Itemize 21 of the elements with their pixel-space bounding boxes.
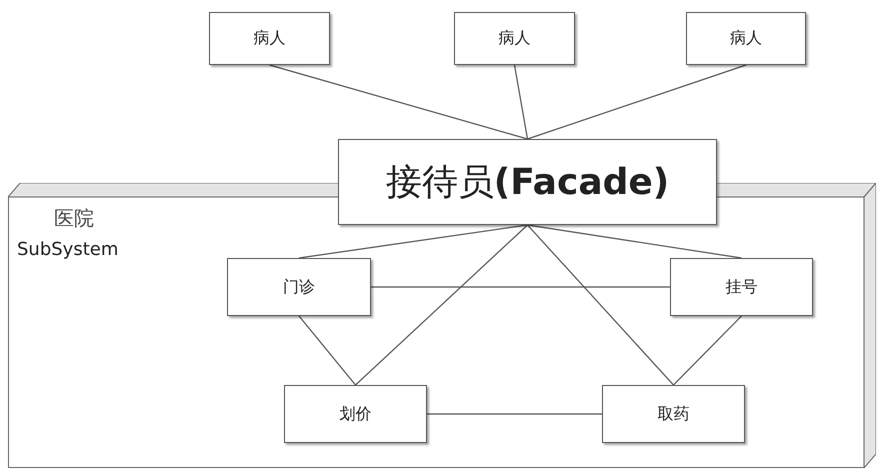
class-box: 接待员(Facade) [338,139,717,225]
connector-line [514,64,528,140]
class-box: 取药 [602,385,745,443]
connector-line [371,286,670,288]
connector-line [298,224,528,259]
connector-line [527,64,746,140]
connector-line [527,224,742,259]
connector-line [673,316,742,386]
class-box: 门诊 [227,258,371,316]
connector-line [355,224,528,386]
class-box: 病人 [454,12,575,65]
class-box: 挂号 [670,258,813,316]
class-box: 病人 [686,12,806,65]
class-box: 病人 [209,12,330,65]
package-label: SubSystem [17,239,118,260]
class-box: 划价 [284,385,427,443]
package-title: 医院 [54,205,94,232]
connector-line [427,413,602,415]
connector-line [269,64,528,140]
connector-line [527,224,674,386]
connector-line [298,316,356,386]
